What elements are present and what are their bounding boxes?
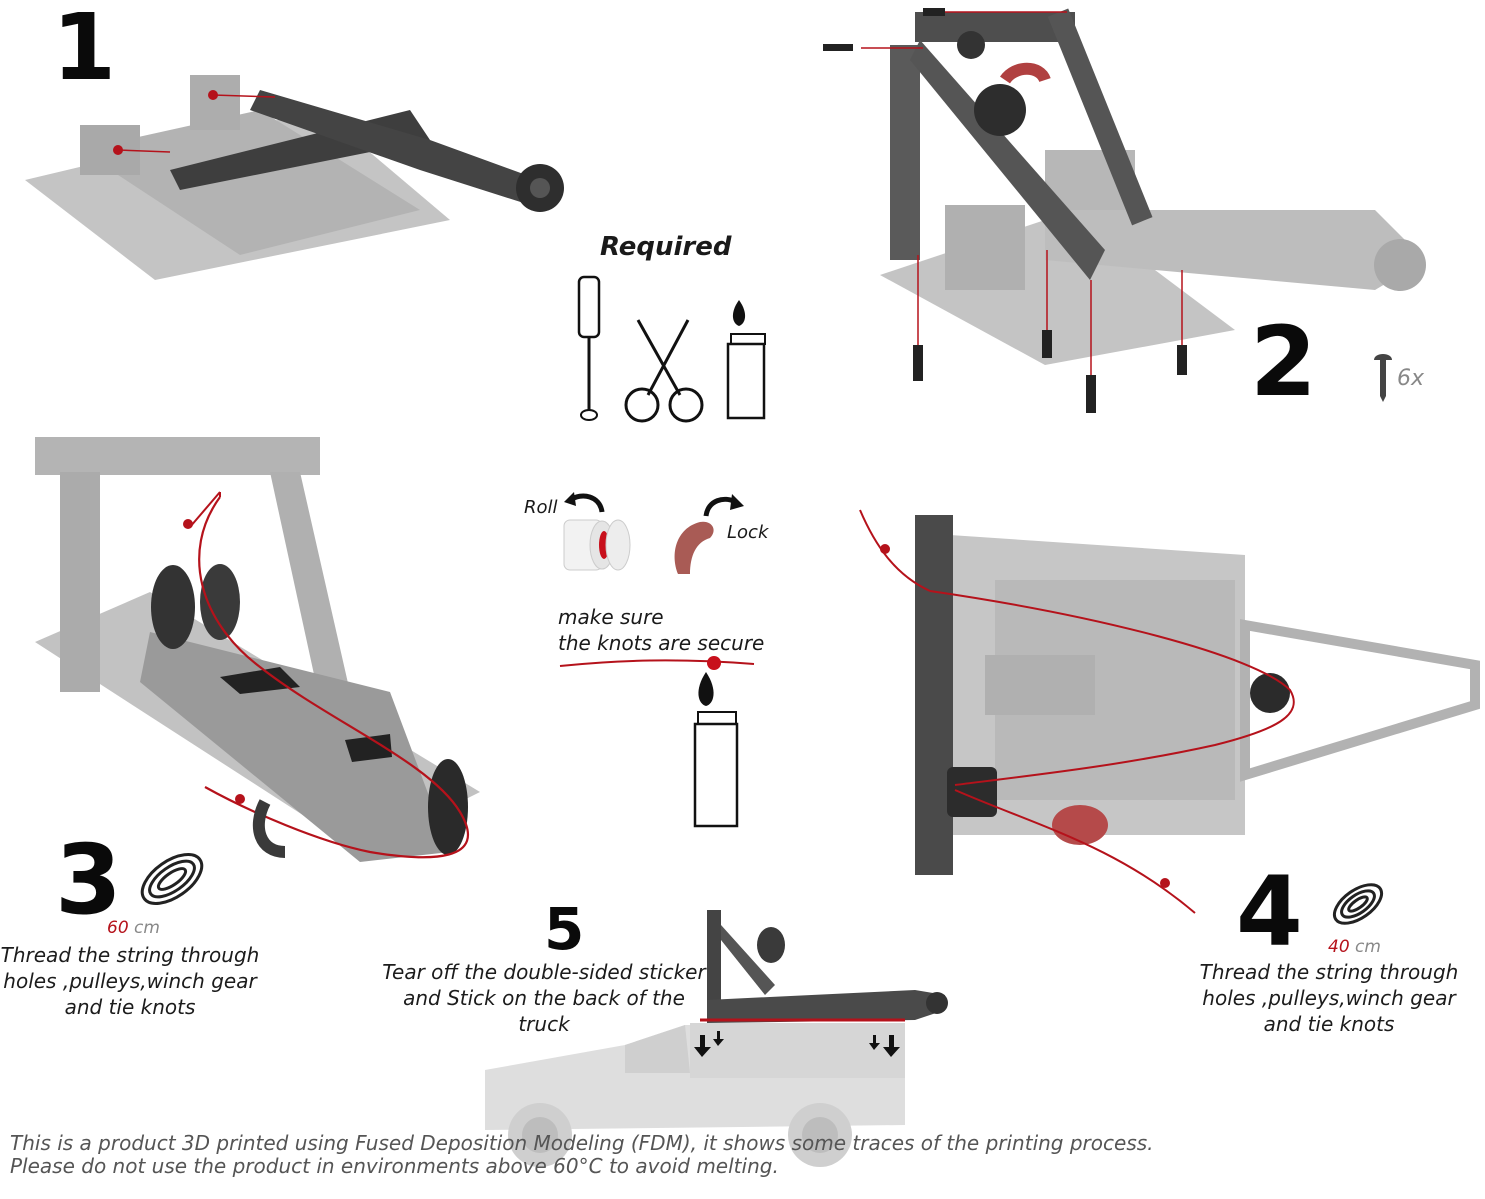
step-3-number: 3 bbox=[55, 824, 122, 936]
step-4-caption-line: holes ,pulleys,winch gear bbox=[1202, 986, 1456, 1010]
step-3-caption-line: Thread the string through bbox=[0, 943, 260, 967]
knots-note: make sure the knots are secure bbox=[558, 604, 764, 656]
lock-pawl-icon bbox=[674, 521, 714, 574]
roll-label: Roll bbox=[524, 497, 558, 518]
string-bundle-icon-3 bbox=[140, 853, 204, 905]
disclaimer-line: This is a product 3D printed using Fused… bbox=[10, 1131, 1154, 1155]
step-3-illustration bbox=[35, 437, 480, 862]
step-3-caption-line: holes ,pulleys,winch gear bbox=[3, 969, 257, 993]
lock-label: Lock bbox=[727, 522, 769, 543]
roll-arrow-icon bbox=[564, 492, 605, 513]
step-2-number: 2 bbox=[1250, 306, 1317, 418]
string-length-4: 40 cm bbox=[1328, 937, 1381, 957]
step-5-illustration bbox=[485, 910, 948, 1167]
knots-note-line: make sure bbox=[558, 605, 664, 629]
string-length-3: 60 cm bbox=[107, 918, 160, 938]
required-title: Required bbox=[600, 232, 732, 262]
string-length-3-value: 60 bbox=[107, 918, 129, 938]
step-4-caption-line: and tie knots bbox=[1263, 1012, 1395, 1036]
step-4-illustration bbox=[859, 509, 1480, 914]
step-3-caption: Thread the string through holes ,pulleys… bbox=[0, 942, 260, 1020]
step-5-caption-line: Tear off the double-sided sticker bbox=[382, 960, 706, 984]
step-3-caption-line: and tie knots bbox=[64, 995, 196, 1019]
step-1-illustration bbox=[25, 75, 564, 280]
step-4-number: 4 bbox=[1236, 856, 1303, 968]
lock-arrow-icon bbox=[703, 494, 744, 517]
step-4-caption: Thread the string through holes ,pulleys… bbox=[1198, 959, 1460, 1037]
step-5-caption-line: and Stick on the back of the truck bbox=[403, 986, 685, 1036]
step-5-caption: Tear off the double-sided sticker and St… bbox=[380, 959, 708, 1037]
knots-note-line: the knots are secure bbox=[558, 631, 765, 655]
string-length-4-value: 40 bbox=[1328, 937, 1350, 957]
screwdriver-icon bbox=[577, 275, 601, 421]
string-bundle-icon-4 bbox=[1332, 883, 1384, 925]
disclaimer-line: Please do not use the product in environ… bbox=[10, 1154, 779, 1178]
screw-count: 6x bbox=[1397, 366, 1425, 391]
step-2-illustration bbox=[823, 8, 1426, 413]
scissors-icon bbox=[624, 319, 704, 423]
screw-icon bbox=[1374, 354, 1392, 402]
step-5-number: 5 bbox=[544, 895, 585, 963]
disclaimer: This is a product 3D printed using Fused… bbox=[10, 1132, 1154, 1178]
step-1-number: 1 bbox=[52, 0, 117, 101]
lighter-heat-icon bbox=[693, 672, 739, 828]
knot-string-illustration bbox=[559, 656, 755, 670]
step-4-caption-line: Thread the string through bbox=[1199, 960, 1459, 984]
string-length-4-unit: cm bbox=[1355, 937, 1381, 957]
winch-gear-icon bbox=[563, 519, 631, 571]
string-length-3-unit: cm bbox=[134, 918, 160, 938]
lighter-icon bbox=[726, 300, 766, 420]
